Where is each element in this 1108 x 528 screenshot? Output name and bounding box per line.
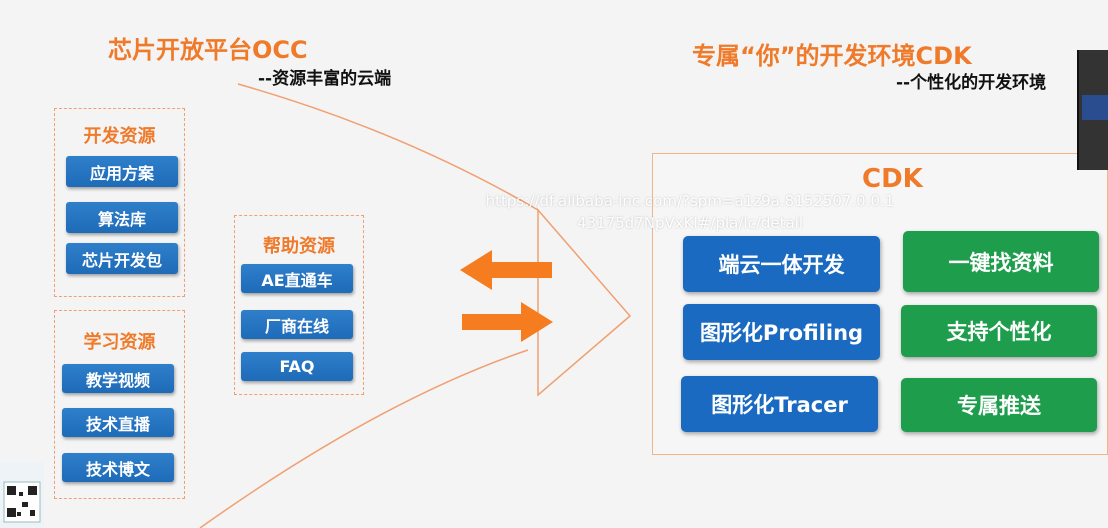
one-click-find-button[interactable]: 一键找资料 [903,231,1099,292]
funnel-top-curve [237,83,539,211]
right-arrow-icon [462,302,553,342]
exclusive-push-button[interactable]: 专属推送 [901,378,1097,432]
cdk-box-title: CDK [862,164,923,194]
app-solution-button[interactable]: 应用方案 [66,156,178,187]
thumbnail-accent [1082,95,1108,120]
faq-button[interactable]: FAQ [241,352,353,381]
learn-resources-box [54,310,185,499]
cdk-subtitle: --个性化的开发环境 [896,73,1047,93]
chip-dev-package-button[interactable]: 芯片开发包 [66,243,178,274]
graphical-tracer-button[interactable]: 图形化Tracer [681,376,878,432]
cdk-title: 专属“你”的开发环境CDK [692,42,972,70]
left-arrow-icon [460,250,552,290]
occ-subtitle: --资源丰富的云端 [258,69,392,89]
dev-resources-box [54,108,185,297]
tech-blog-button[interactable]: 技术博文 [62,453,174,482]
help-resources-box [234,215,364,395]
vendor-online-button[interactable]: 厂商在线 [241,310,353,339]
personalization-button[interactable]: 支持个性化 [901,305,1097,357]
funnel-triangle [537,207,632,397]
funnel-bottom-curve [199,349,529,528]
qr-code-icon [0,462,44,528]
help-resources-title: 帮助资源 [263,236,335,257]
teaching-video-button[interactable]: 教学视频 [62,364,174,393]
device-cloud-dev-button[interactable]: 端云一体开发 [683,236,880,292]
occ-title: 芯片开放平台OCC [108,36,308,64]
learn-resources-title: 学习资源 [83,332,156,353]
overlay-url[interactable]: https://df.alibaba-inc.com/?spm=a1z9a.81… [485,192,895,232]
ae-direct-button[interactable]: AE直通车 [241,264,353,293]
dev-resources-title: 开发资源 [83,126,156,147]
graphical-profiling-button[interactable]: 图形化Profiling [683,304,880,360]
algorithm-library-button[interactable]: 算法库 [66,202,178,233]
tech-live-button[interactable]: 技术直播 [62,408,174,437]
